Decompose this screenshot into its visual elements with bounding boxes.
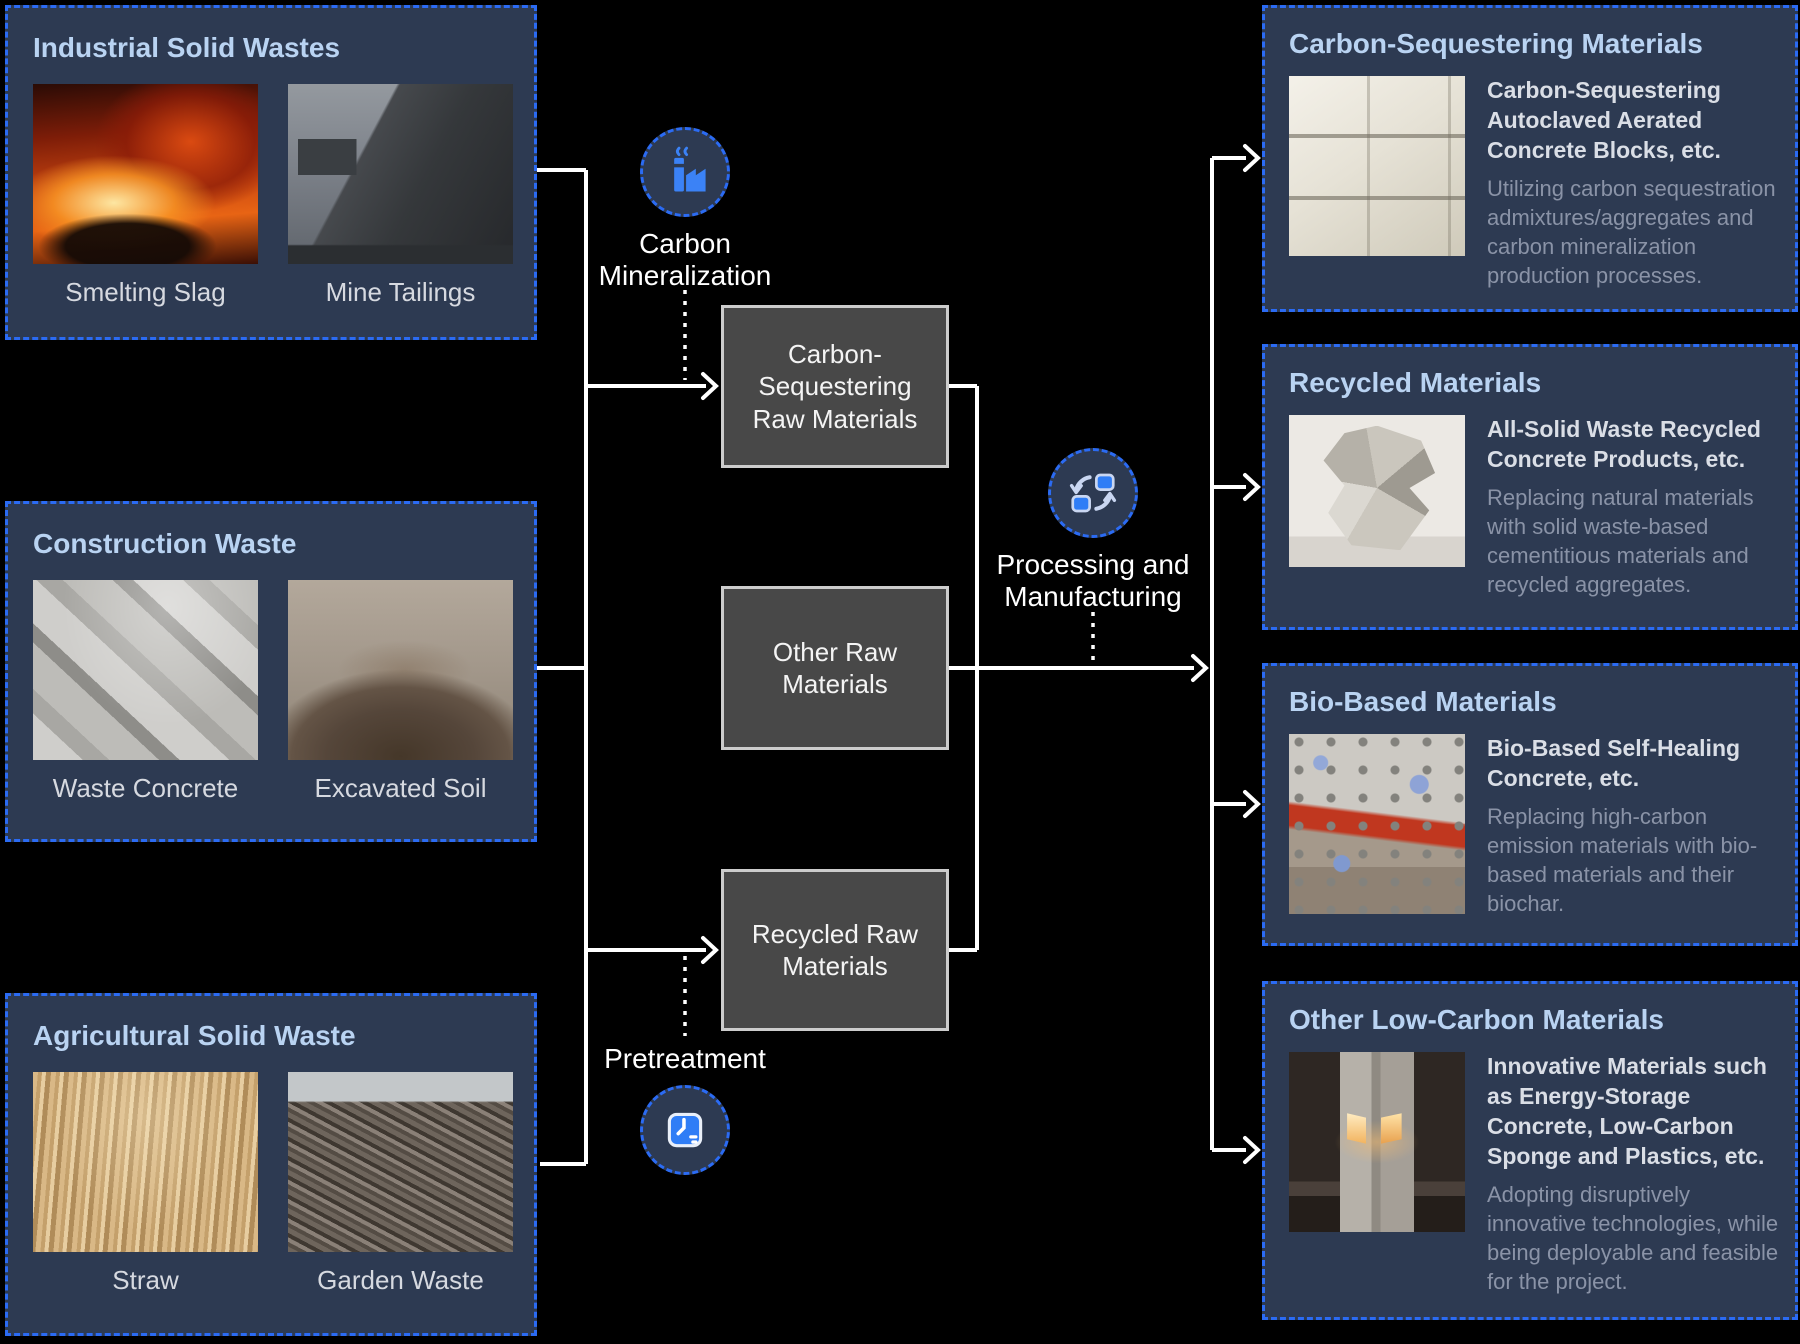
product-heading: Bio-Based Self-Healing Concrete, etc. bbox=[1487, 735, 1741, 791]
construction-waste-card: Construction Waste Waste Concrete Excava… bbox=[5, 501, 537, 842]
bio-concrete-photo bbox=[1289, 734, 1465, 914]
node-label: Carbon Mineralization bbox=[598, 228, 772, 292]
card-text: Bio-Based Self-Healing Concrete, etc. Re… bbox=[1487, 734, 1789, 918]
card-text: Innovative Materials such as Energy-Stor… bbox=[1487, 1052, 1789, 1296]
right-branch-lines bbox=[1212, 156, 1246, 1152]
branch-arrows-lines bbox=[586, 384, 706, 952]
card-title: Industrial Solid Wastes bbox=[33, 32, 341, 63]
card-title: Construction Waste bbox=[33, 528, 297, 559]
photo-row: Waste Concrete Excavated Soil bbox=[33, 580, 534, 804]
recycled-raw-materials-box: Recycled Raw Materials bbox=[721, 869, 949, 1031]
card-content: Bio-Based Self-Healing Concrete, etc. Re… bbox=[1289, 734, 1795, 918]
photo-label: Waste Concrete bbox=[52, 773, 239, 803]
node-label: Pretreatment bbox=[604, 1043, 766, 1074]
thumb: Straw bbox=[33, 1072, 258, 1296]
box-label: Other Raw Materials bbox=[772, 636, 898, 700]
excavated-soil-photo bbox=[288, 580, 513, 760]
recycled-concrete-product-photo bbox=[1289, 415, 1465, 567]
industrial-solid-wastes-card: Industrial Solid Wastes Smelting Slag Mi… bbox=[5, 5, 537, 340]
other-raw-materials-box: Other Raw Materials bbox=[721, 586, 949, 750]
agricultural-solid-waste-card: Agricultural Solid Waste Straw Garden Wa… bbox=[5, 993, 537, 1336]
smelting-slag-photo bbox=[33, 84, 258, 264]
mine-tailings-photo bbox=[288, 84, 513, 264]
product-description: Replacing natural materials with solid w… bbox=[1487, 484, 1754, 597]
thumb: Excavated Soil bbox=[288, 580, 513, 804]
other-low-carbon-materials-card: Other Low-Carbon Materials Innovative Ma… bbox=[1262, 981, 1798, 1320]
waste-concrete-photo bbox=[33, 580, 258, 760]
processing-manufacturing-node: Processing and Manufacturing bbox=[983, 448, 1203, 613]
box-label: Recycled Raw Materials bbox=[751, 918, 919, 982]
product-description: Utilizing carbon sequestration admixture… bbox=[1487, 175, 1776, 288]
product-heading: All-Solid Waste Recycled Concrete Produc… bbox=[1487, 416, 1761, 472]
cycle-icon bbox=[1069, 473, 1117, 513]
photo-label: Garden Waste bbox=[317, 1265, 484, 1295]
thumb: Garden Waste bbox=[288, 1072, 513, 1296]
product-description: Adopting disruptively innovative technol… bbox=[1487, 1181, 1779, 1294]
photo-label: Excavated Soil bbox=[314, 773, 487, 803]
product-heading: Carbon-Sequestering Autoclaved Aerated C… bbox=[1487, 77, 1721, 163]
clock-icon bbox=[667, 1113, 703, 1148]
card-text: Carbon-Sequestering Autoclaved Aerated C… bbox=[1487, 76, 1789, 290]
carbon-mineralization-node: Carbon Mineralization bbox=[585, 127, 785, 292]
node-circle bbox=[1048, 448, 1138, 538]
card-text: All-Solid Waste Recycled Concrete Produc… bbox=[1487, 415, 1789, 599]
photo-label: Smelting Slag bbox=[65, 277, 226, 307]
card-content: Carbon-Sequestering Autoclaved Aerated C… bbox=[1289, 76, 1795, 290]
garden-waste-photo bbox=[288, 1072, 513, 1252]
photo-label: Mine Tailings bbox=[325, 277, 476, 307]
aac-blocks-photo bbox=[1289, 76, 1465, 256]
box-label: Carbon-Sequestering Raw Materials bbox=[752, 338, 918, 434]
card-title: Agricultural Solid Waste bbox=[33, 1020, 356, 1051]
card-title: Recycled Materials bbox=[1289, 367, 1542, 398]
photo-row: Smelting Slag Mine Tailings bbox=[33, 84, 534, 308]
node-label: Processing and Manufacturing bbox=[996, 549, 1190, 613]
mid-collector-line bbox=[949, 384, 979, 952]
thumb: Waste Concrete bbox=[33, 580, 258, 804]
photo-label: Straw bbox=[112, 1265, 179, 1295]
pretreatment-node: Pretreatment bbox=[585, 1043, 785, 1176]
photo-row: Straw Garden Waste bbox=[33, 1072, 534, 1296]
node-circle bbox=[640, 1085, 730, 1176]
recycled-materials-card: Recycled Materials All-Solid Waste Recyc… bbox=[1262, 344, 1798, 630]
factory-icon bbox=[673, 146, 706, 192]
product-description: Replacing high-carbon emission materials… bbox=[1487, 803, 1758, 916]
thumb: Mine Tailings bbox=[288, 84, 513, 308]
node-circle bbox=[640, 127, 730, 217]
card-title: Carbon-Sequestering Materials bbox=[1289, 28, 1703, 59]
straw-photo bbox=[33, 1072, 258, 1252]
carbon-sequestering-raw-materials-box: Carbon-Sequestering Raw Materials bbox=[721, 305, 949, 468]
left-trunk-line bbox=[537, 168, 588, 1166]
product-heading: Innovative Materials such as Energy-Stor… bbox=[1487, 1053, 1767, 1169]
thumb: Smelting Slag bbox=[33, 84, 258, 308]
card-title: Other Low-Carbon Materials bbox=[1289, 1004, 1664, 1035]
bio-based-materials-card: Bio-Based Materials Bio-Based Self-Heali… bbox=[1262, 663, 1798, 946]
card-content: Innovative Materials such as Energy-Stor… bbox=[1289, 1052, 1795, 1296]
card-title: Bio-Based Materials bbox=[1289, 686, 1557, 717]
concrete-lamp-photo bbox=[1289, 1052, 1465, 1232]
carbon-sequestering-materials-card: Carbon-Sequestering Materials Carbon-Seq… bbox=[1262, 5, 1798, 312]
card-content: All-Solid Waste Recycled Concrete Produc… bbox=[1289, 415, 1795, 599]
